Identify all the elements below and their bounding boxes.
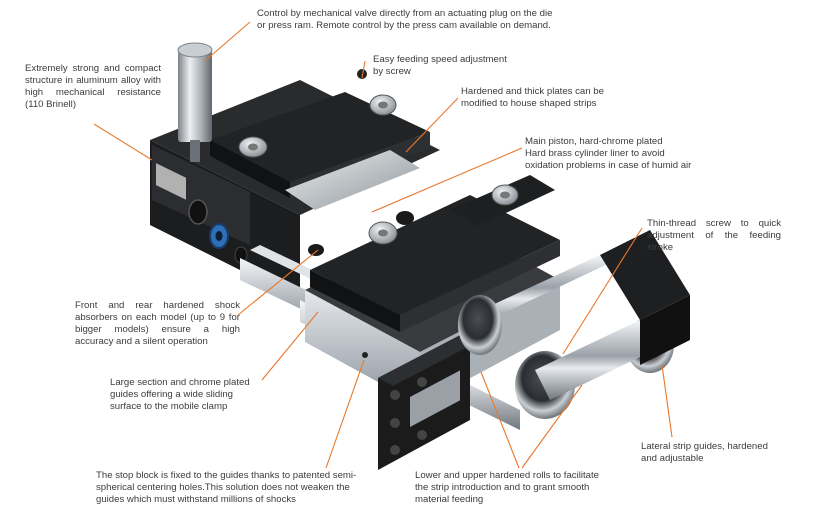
annotation-stop-block: The stop block is fixed to the guides th…	[96, 470, 361, 506]
annotation-text: Easy feeding speed adjustment by screw	[373, 54, 507, 77]
actuating-plug	[177, 42, 213, 162]
leader-rolls-b	[521, 384, 583, 469]
annotation-text: Lower and upper hardened rolls to facili…	[415, 470, 599, 505]
annotation-piston: Main piston, hard-chrome plated Hard bra…	[525, 136, 725, 172]
leader-strip-guides	[661, 364, 673, 438]
leader-lines	[93, 21, 673, 469]
annotation-rolls: Lower and upper hardened rolls to facili…	[415, 470, 645, 506]
annotation-text: Large section and chrome plated guides o…	[110, 377, 250, 412]
leader-piston	[371, 147, 523, 213]
leader-actuation	[205, 21, 251, 61]
leader-rolls-a	[480, 371, 520, 469]
hex-nuts	[238, 69, 519, 245]
shock-absorbers	[308, 211, 414, 256]
annotation-text: Control by mechanical valve directly fro…	[257, 8, 553, 31]
annotation-text: Extremely strong and compact structure i…	[25, 63, 161, 110]
leader-guides	[261, 311, 319, 381]
leader-speed	[361, 60, 366, 79]
annotation-structure: Extremely strong and compact structure i…	[25, 63, 161, 111]
rolls-assembly	[458, 230, 690, 419]
leader-shock-absorbers	[237, 249, 319, 316]
leader-structure	[93, 123, 153, 161]
annotation-text: Lateral strip guides, hardened and adjus…	[641, 441, 768, 464]
annotation-text: Thin-thread screw to quick adjustment of…	[647, 218, 781, 253]
leader-plates	[405, 97, 459, 153]
annotation-text: Hardened and thick plates can be modifie…	[461, 86, 604, 109]
leader-stop-block	[325, 359, 365, 469]
leader-thread-screw	[562, 227, 643, 355]
annotation-text: Main piston, hard-chrome plated Hard bra…	[525, 136, 692, 171]
annotation-actuation: Control by mechanical valve directly fro…	[257, 8, 587, 32]
front-block	[378, 330, 485, 470]
annotation-thread-screw: Thin-thread screw to quick adjustment of…	[647, 218, 781, 254]
annotation-strip-guides: Lateral strip guides, hardened and adjus…	[641, 441, 791, 465]
annotation-shock-absorbers: Front and rear hardened shock absorbers …	[75, 300, 240, 348]
annotation-speed: Easy feeding speed adjustment by screw	[373, 54, 533, 78]
annotation-text: Front and rear hardened shock absorbers …	[75, 300, 240, 347]
annotation-text: The stop block is fixed to the guides th…	[96, 470, 357, 505]
annotation-plates: Hardened and thick plates can be modifie…	[461, 86, 631, 110]
annotation-guides: Large section and chrome plated guides o…	[110, 377, 275, 413]
